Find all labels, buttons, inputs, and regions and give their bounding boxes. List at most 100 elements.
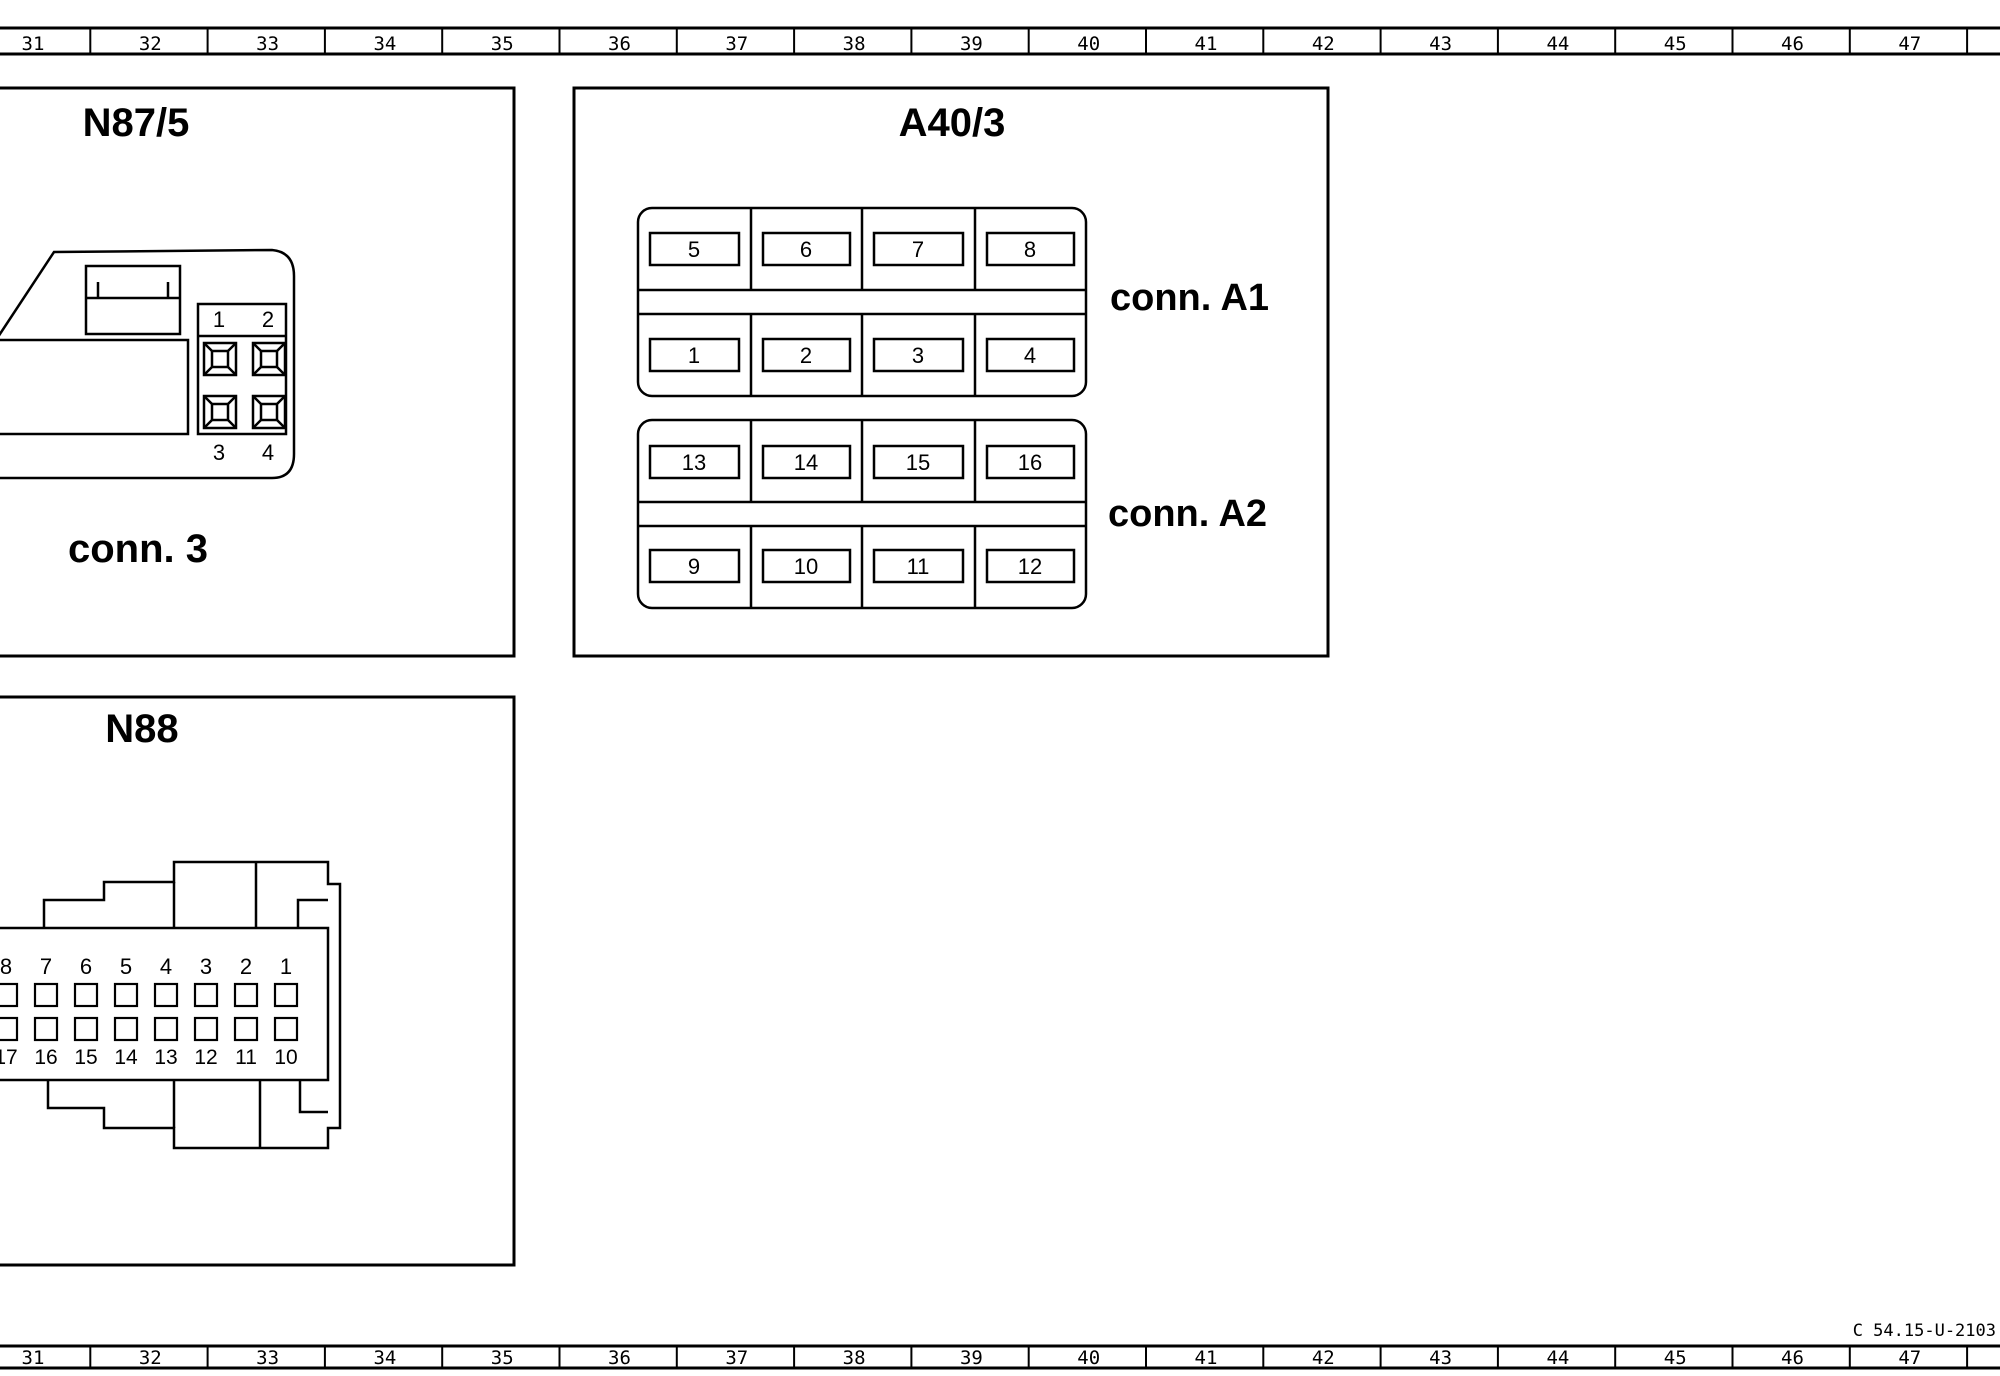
a40-3-a1-pin-label: 6 xyxy=(800,237,812,262)
n88-terminal xyxy=(0,982,19,1008)
n88-pin-label: 16 xyxy=(34,1046,57,1069)
grid-column-label: 31 xyxy=(22,33,45,55)
grid-column-label: 38 xyxy=(843,1347,866,1369)
n88-frame xyxy=(0,695,516,1267)
n88-pin-label: 3 xyxy=(200,954,212,979)
n88-terminal xyxy=(193,982,219,1008)
grid-column-label: 41 xyxy=(1195,1347,1218,1369)
a40-3-conn-a2 xyxy=(636,418,1088,610)
grid-column-label: 42 xyxy=(1312,1347,1335,1369)
n88-pin-label: 10 xyxy=(274,1046,297,1069)
a40-3-conn-a1-label: conn. A1 xyxy=(1110,277,1269,319)
grid-column-label: 47 xyxy=(1898,33,1921,55)
grid-column-label: 32 xyxy=(139,33,162,55)
n88-terminal xyxy=(33,982,59,1008)
grid-column-label: 38 xyxy=(843,33,866,55)
grid-column-label: 36 xyxy=(608,33,631,55)
document-id: C 54.15-U-2103 xyxy=(1853,1321,1996,1341)
n87-5-frame xyxy=(0,86,516,658)
grid-column-label: 45 xyxy=(1664,33,1687,55)
grid-column-label: 40 xyxy=(1077,33,1100,55)
a40-3-conn-a2-label: conn. A2 xyxy=(1108,493,1267,535)
component-a40-3: A40/3 5 6 7 8 1 2 3 4 conn. A1 xyxy=(572,86,1330,658)
n88-terminal xyxy=(153,1016,179,1042)
n87-5-connector-label: conn. 3 xyxy=(68,527,208,571)
n87-5-pin-label: 1 xyxy=(213,307,225,332)
a40-3-a2-terminal-16 xyxy=(985,444,1076,480)
grid-column-label: 40 xyxy=(1077,1347,1100,1369)
grid-column-label: 44 xyxy=(1546,1347,1569,1369)
a40-3-a1-terminal-7 xyxy=(872,231,965,267)
n87-5-connector-drawing xyxy=(0,248,296,480)
n88-terminal xyxy=(273,1016,299,1042)
n88-terminal xyxy=(233,1016,259,1042)
grid-column-label: 42 xyxy=(1312,33,1335,55)
a40-3-a2-terminal-12 xyxy=(985,548,1076,584)
a40-3-a2-pin-label: 11 xyxy=(907,554,930,579)
grid-column-label: 47 xyxy=(1898,1347,1921,1369)
a40-3-a1-terminal-1 xyxy=(648,337,741,373)
grid-column-label: 41 xyxy=(1195,33,1218,55)
a40-3-a1-pin-label: 1 xyxy=(688,343,700,368)
n88-pin-label: 12 xyxy=(194,1046,217,1069)
a40-3-a1-terminal-6 xyxy=(761,231,852,267)
grid-column-label: 43 xyxy=(1429,1347,1452,1369)
n88-pin-label: 15 xyxy=(74,1046,97,1069)
grid-column-label: 37 xyxy=(725,1347,748,1369)
n88-pin-label: 6 xyxy=(80,954,92,979)
n88-connector-drawing xyxy=(0,860,342,1150)
a40-3-a1-terminal-4 xyxy=(985,337,1076,373)
n88-pin-label: 2 xyxy=(240,954,252,979)
a40-3-a2-pin-label: 9 xyxy=(688,554,700,579)
a40-3-a2-terminal-9 xyxy=(648,548,741,584)
n88-terminals xyxy=(0,982,299,1042)
a40-3-a1-pin-label: 4 xyxy=(1024,343,1036,368)
n88-terminal xyxy=(233,982,259,1008)
n88-pin-label: 14 xyxy=(114,1046,138,1069)
a40-3-a2-terminal-13 xyxy=(648,444,741,480)
n88-terminal xyxy=(193,1016,219,1042)
grid-column-label: 33 xyxy=(256,33,279,55)
a40-3-a1-terminal-2 xyxy=(761,337,852,373)
a40-3-a2-pin-label: 12 xyxy=(1018,554,1042,579)
n87-5-pin-label: 4 xyxy=(262,440,274,465)
a40-3-a2-pin-label: 15 xyxy=(906,450,930,475)
a40-3-a1-pin-label: 3 xyxy=(912,343,924,368)
n87-5-terminal-2 xyxy=(251,341,287,377)
a40-3-a1-pin-label: 2 xyxy=(800,343,812,368)
a40-3-a2-pin-label: 13 xyxy=(682,450,706,475)
a40-3-title: A40/3 xyxy=(899,101,1006,145)
grid-column-label: 35 xyxy=(491,33,514,55)
a40-3-a1-pin-label: 7 xyxy=(912,237,924,262)
n87-5-terminal-4 xyxy=(251,394,287,430)
n88-pin-label: 17 xyxy=(0,1046,18,1069)
grid-column-label: 31 xyxy=(22,1347,45,1369)
n88-pin-label: 8 xyxy=(0,954,12,979)
n88-pin-label: 4 xyxy=(160,954,172,979)
grid-column-label: 37 xyxy=(725,33,748,55)
a40-3-a2-terminal-11 xyxy=(872,548,965,584)
a40-3-a1-terminal-8 xyxy=(985,231,1076,267)
n87-5-pin-label: 3 xyxy=(213,440,225,465)
n88-terminal xyxy=(73,1016,99,1042)
grid-column-label: 35 xyxy=(491,1347,514,1369)
grid-column-label: 39 xyxy=(960,1347,983,1369)
grid-column-label: 43 xyxy=(1429,33,1452,55)
n87-5-title: N87/5 xyxy=(83,101,190,145)
n88-terminal xyxy=(113,982,139,1008)
component-n87-5: N87/5 1 2 xyxy=(0,86,516,658)
n88-terminal xyxy=(273,982,299,1008)
n88-pin-label: 7 xyxy=(40,954,52,979)
n88-pin-label: 5 xyxy=(120,954,132,979)
grid-column-label: 32 xyxy=(139,1347,162,1369)
n88-terminal xyxy=(73,982,99,1008)
grid-column-label: 33 xyxy=(256,1347,279,1369)
n87-5-pin-label: 2 xyxy=(262,307,274,332)
a40-3-a2-pin-label: 10 xyxy=(794,554,818,579)
a40-3-a2-pin-label: 16 xyxy=(1018,450,1042,475)
grid-column-label: 45 xyxy=(1664,1347,1687,1369)
grid-column-label: 34 xyxy=(373,1347,396,1369)
a40-3-a1-pin-label: 8 xyxy=(1024,237,1036,262)
